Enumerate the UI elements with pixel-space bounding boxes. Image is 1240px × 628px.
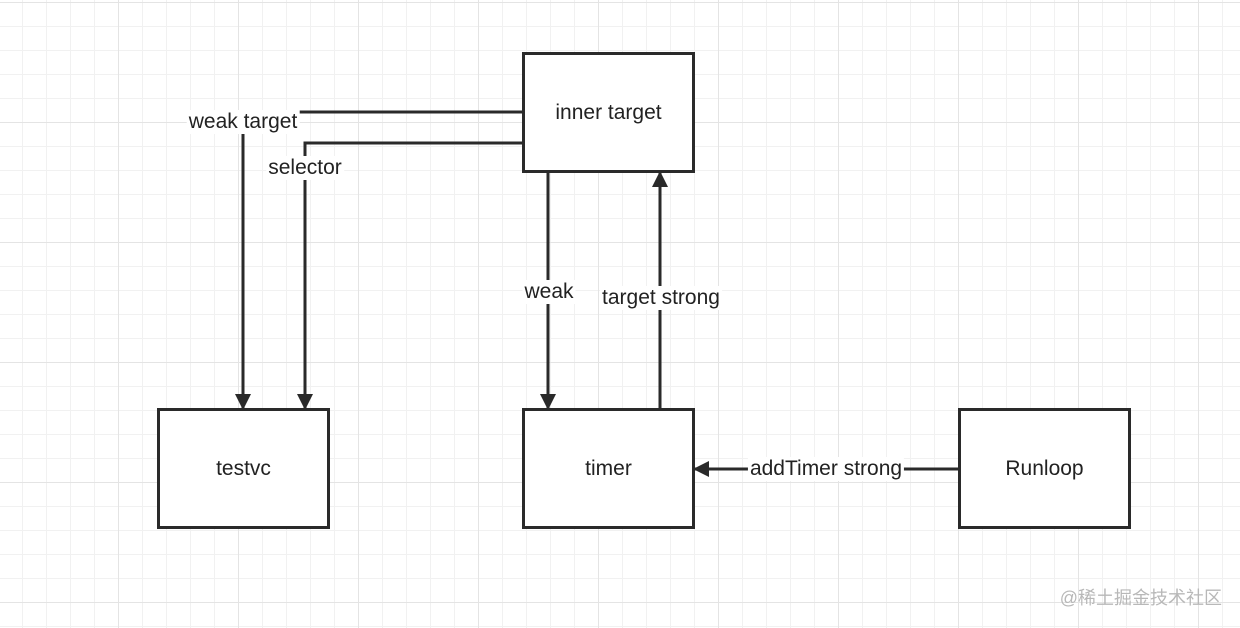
edge-selector	[297, 141, 523, 410]
node-runloop-label: Runloop	[1005, 456, 1084, 480]
edge-label-add-timer-strong: addTimer strong	[747, 457, 905, 481]
node-timer-label: timer	[585, 456, 632, 480]
node-inner-target[interactable]: inner target	[522, 52, 695, 173]
watermark: @稀土掘金技术社区	[1059, 588, 1222, 608]
edge-label-target-strong: target strong	[600, 286, 722, 310]
edge-label-weak-target: weak target	[186, 110, 300, 134]
node-testvc[interactable]: testvc	[157, 408, 330, 529]
node-runloop[interactable]: Runloop	[958, 408, 1131, 529]
node-inner-target-label: inner target	[555, 100, 662, 124]
node-timer[interactable]: timer	[522, 408, 695, 529]
edge-label-selector: selector	[266, 156, 344, 180]
node-testvc-label: testvc	[216, 456, 271, 480]
edge-label-weak: weak	[522, 280, 576, 304]
